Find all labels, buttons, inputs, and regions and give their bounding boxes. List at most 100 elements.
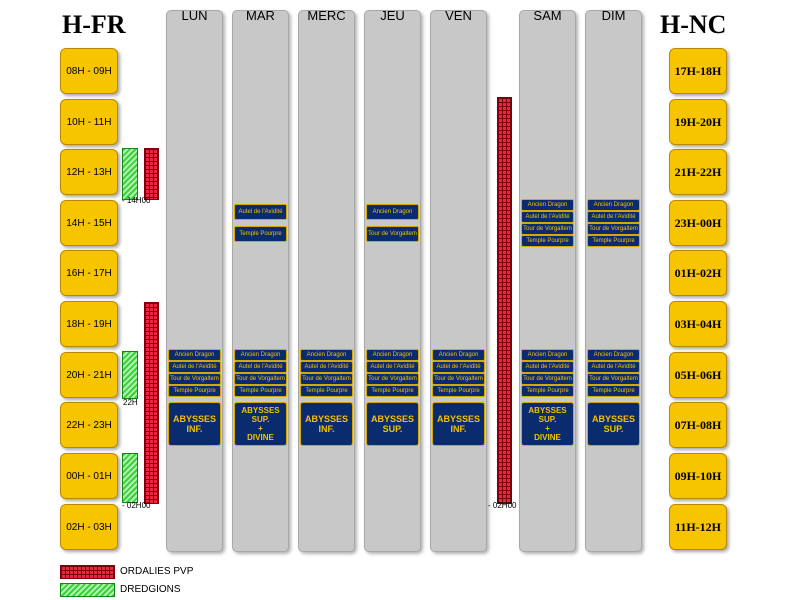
- abysses-line: +: [545, 424, 550, 433]
- instance-tour: Tour de Vorgaltem: [168, 373, 221, 385]
- instance-ancien-dragon: Ancien Dragon: [432, 349, 485, 361]
- ordalies-bar: [144, 148, 159, 200]
- instance-tour: Tour de Vorgaltem: [234, 373, 287, 385]
- instance-autel: Autel de l'Avidité: [300, 361, 353, 373]
- hfr-slot: 10H - 11H: [60, 99, 118, 145]
- instance-ancien-dragon: Ancien Dragon: [366, 204, 419, 220]
- marker-02h00-left: - 02H00: [122, 501, 151, 510]
- abysses-line: ABYSSES: [304, 414, 348, 424]
- abysses-line: INF.: [450, 424, 467, 434]
- instance-tour: Tour de Vorgaltem: [521, 223, 574, 235]
- hnc-slot: 09H-10H: [669, 453, 727, 499]
- instance-temple: Temple Pourpre: [521, 235, 574, 247]
- abysses-block-jeu: ABYSSES SUP.: [366, 402, 419, 446]
- abysses-line: ABYSSES: [241, 406, 280, 415]
- hnc-slot: 11H-12H: [669, 504, 727, 550]
- instance-autel: Autel de l'Avidité: [234, 361, 287, 373]
- hnc-slot: 07H-08H: [669, 402, 727, 448]
- instance-temple: Temple Pourpre: [300, 385, 353, 397]
- instance-temple: Temple Pourpre: [366, 385, 419, 397]
- instance-tour: Tour de Vorgaltem: [587, 223, 640, 235]
- day-header-jeu: JEU: [380, 8, 405, 23]
- marker-22h: 22H: [123, 398, 138, 407]
- instance-ancien-dragon: Ancien Dragon: [587, 349, 640, 361]
- hfr-slot: 12H - 13H: [60, 149, 118, 195]
- instance-temple: Temple Pourpre: [521, 385, 574, 397]
- day-column-ven: [430, 10, 487, 552]
- h-fr-header: H-FR: [62, 10, 126, 39]
- day-column-lun: [166, 10, 223, 552]
- marker-14h00: - 14H00: [122, 196, 151, 205]
- abysses-line: SUP.: [538, 415, 557, 424]
- instance-ancien-dragon: Ancien Dragon: [521, 349, 574, 361]
- abysses-line: SUP.: [251, 415, 270, 424]
- instance-autel: Autel de l'Avidité: [234, 204, 287, 220]
- abysses-block-ven: ABYSSES INF.: [432, 402, 485, 446]
- instance-tour: Tour de Vorgaltem: [432, 373, 485, 385]
- abysses-line: INF.: [186, 424, 203, 434]
- h-nc-header: H-NC: [660, 10, 727, 39]
- instance-autel: Autel de l'Avidité: [168, 361, 221, 373]
- abysses-line: ABYSSES: [172, 414, 216, 424]
- day-header-merc: MERC: [307, 8, 346, 23]
- instance-ancien-dragon: Ancien Dragon: [168, 349, 221, 361]
- legend-dredgions-label: DREDGIONS: [120, 584, 181, 595]
- instance-temple: Temple Pourpre: [234, 226, 287, 242]
- abysses-line: SUP.: [603, 424, 624, 434]
- instance-temple: Temple Pourpre: [432, 385, 485, 397]
- abysses-line: ABYSSES: [436, 414, 480, 424]
- day-header-lun: LUN: [181, 8, 208, 23]
- instance-autel: Autel de l'Avidité: [521, 211, 574, 223]
- day-header-sam: SAM: [533, 8, 562, 23]
- day-header-mar: MAR: [246, 8, 275, 23]
- instance-autel: Autel de l'Avidité: [587, 361, 640, 373]
- abysses-block-dim: ABYSSES SUP.: [587, 402, 640, 446]
- instance-temple: Temple Pourpre: [168, 385, 221, 397]
- hfr-slot: 08H - 09H: [60, 48, 118, 94]
- abysses-block-mar: ABYSSES SUP. + DIVINE: [234, 402, 287, 446]
- instance-autel: Autel de l'Avidité: [432, 361, 485, 373]
- dredgion-bar: [122, 351, 138, 399]
- dredgion-bar: [122, 453, 138, 503]
- instance-autel: Autel de l'Avidité: [521, 361, 574, 373]
- legend-dredgions-swatch: [60, 583, 115, 597]
- marker-02h00-mid: - 02H00 -: [488, 501, 522, 510]
- hfr-slot: 20H - 21H: [60, 352, 118, 398]
- day-column-mar: [232, 10, 289, 552]
- abysses-line: DIVINE: [534, 433, 561, 442]
- abysses-line: ABYSSES: [591, 414, 635, 424]
- abysses-block-sam: ABYSSES SUP. + DIVINE: [521, 402, 574, 446]
- hfr-slot: 00H - 01H: [60, 453, 118, 499]
- instance-temple: Temple Pourpre: [587, 385, 640, 397]
- day-column-dim: [585, 10, 642, 552]
- instance-ancien-dragon: Ancien Dragon: [587, 199, 640, 211]
- instance-ancien-dragon: Ancien Dragon: [300, 349, 353, 361]
- abysses-block-merc: ABYSSES INF.: [300, 402, 353, 446]
- instance-tour: Tour de Vorgaltem: [300, 373, 353, 385]
- legend-ordalies-swatch: [60, 565, 115, 579]
- day-column-merc: [298, 10, 355, 552]
- dredgion-bar: [122, 148, 138, 200]
- instance-tour: Tour de Vorgaltem: [366, 226, 419, 242]
- hfr-slot: 02H - 03H: [60, 504, 118, 550]
- abysses-line: +: [258, 424, 263, 433]
- hfr-slot: 18H - 19H: [60, 301, 118, 347]
- instance-tour: Tour de Vorgaltem: [521, 373, 574, 385]
- hnc-slot: 17H-18H: [669, 48, 727, 94]
- day-column-jeu: [364, 10, 421, 552]
- instance-ancien-dragon: Ancien Dragon: [521, 199, 574, 211]
- hfr-slot: 14H - 15H: [60, 200, 118, 246]
- abysses-line: SUP.: [382, 424, 403, 434]
- ordalies-bar: [497, 97, 512, 504]
- instance-temple: Temple Pourpre: [234, 385, 287, 397]
- hfr-slot: 22H - 23H: [60, 402, 118, 448]
- instance-ancien-dragon: Ancien Dragon: [366, 349, 419, 361]
- instance-ancien-dragon: Ancien Dragon: [234, 349, 287, 361]
- instance-temple: Temple Pourpre: [587, 235, 640, 247]
- instance-tour: Tour de Vorgaltem: [587, 373, 640, 385]
- abysses-line: INF.: [318, 424, 335, 434]
- abysses-line: ABYSSES: [528, 406, 567, 415]
- instance-tour: Tour de Vorgaltem: [366, 373, 419, 385]
- ordalies-bar: [144, 302, 159, 504]
- hnc-slot: 23H-00H: [669, 200, 727, 246]
